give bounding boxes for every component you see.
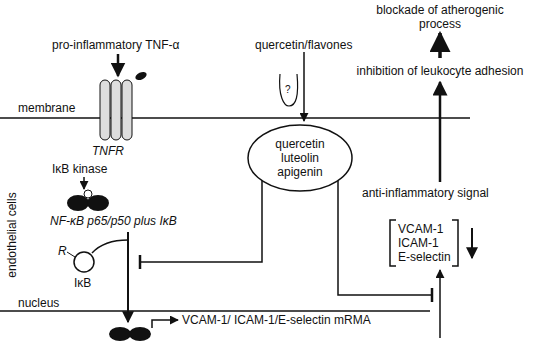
ellipse-shape	[248, 125, 352, 191]
cell-label: endothelial cells	[5, 192, 19, 277]
ikb-unit	[84, 190, 92, 198]
ikb-label: IκB	[74, 276, 91, 290]
compound-label: quercetin/flavones	[255, 38, 352, 52]
inhibition-line	[140, 158, 262, 262]
effect-text: inhibition of leukocyte adhesion	[348, 64, 532, 78]
tnfr-receptor	[122, 80, 132, 140]
translocation-arrow	[127, 232, 129, 322]
flavone-arrow	[303, 52, 305, 121]
receptor-label: TNFR	[92, 144, 124, 158]
molecule-label: E-selectin	[398, 250, 451, 264]
decrease-arrow	[471, 228, 473, 258]
nfkb-nuclear	[109, 327, 131, 341]
compound-names: quercetin luteolin apigenin	[269, 137, 331, 179]
outcome-arrow	[438, 33, 442, 58]
signal-arrow	[439, 82, 442, 182]
tnf-ligand	[134, 70, 148, 81]
molecule-label: ICAM-1	[398, 236, 439, 250]
kinase-arrow	[83, 177, 85, 189]
tnfr-receptor	[111, 80, 121, 140]
flavone-receptor	[280, 74, 298, 106]
signal-label: anti-inflammatory signal	[362, 186, 489, 200]
membrane-label: membrane	[18, 101, 75, 115]
unknown-mark: ?	[285, 83, 291, 97]
transcription-arrow	[152, 320, 178, 328]
stimulus-label: pro-inflammatory TNF-α	[52, 38, 179, 52]
inhibition-bar	[139, 255, 142, 269]
tnfr-receptor	[100, 80, 110, 140]
r-group-bond	[67, 252, 75, 257]
bracket	[452, 220, 458, 266]
complex-label: NF-κB p65/p50 plus IκB	[50, 214, 177, 228]
molecule-label: VCAM-1	[398, 222, 443, 236]
ikb-circle	[74, 252, 94, 272]
kinase-label: IκB kinase	[52, 162, 107, 176]
flavone-ellipse: quercetin luteolin apigenin	[247, 124, 353, 192]
nucleus-line	[0, 310, 430, 312]
nfkb-nuclear	[129, 327, 151, 341]
mrna-label: VCAM-1/ ICAM-1/E-selectin mRMA	[182, 313, 371, 327]
nucleus-label: nucleus	[18, 296, 59, 310]
expression-arrow	[439, 270, 441, 338]
inhibition-bar	[431, 288, 434, 302]
outcome-text: blockade of atherogenic process	[358, 3, 522, 31]
bracket	[390, 220, 396, 266]
tnf-arrow	[117, 54, 120, 76]
membrane-line	[0, 117, 470, 119]
ikb-release-curve	[92, 240, 128, 253]
group-label: R	[58, 244, 67, 258]
